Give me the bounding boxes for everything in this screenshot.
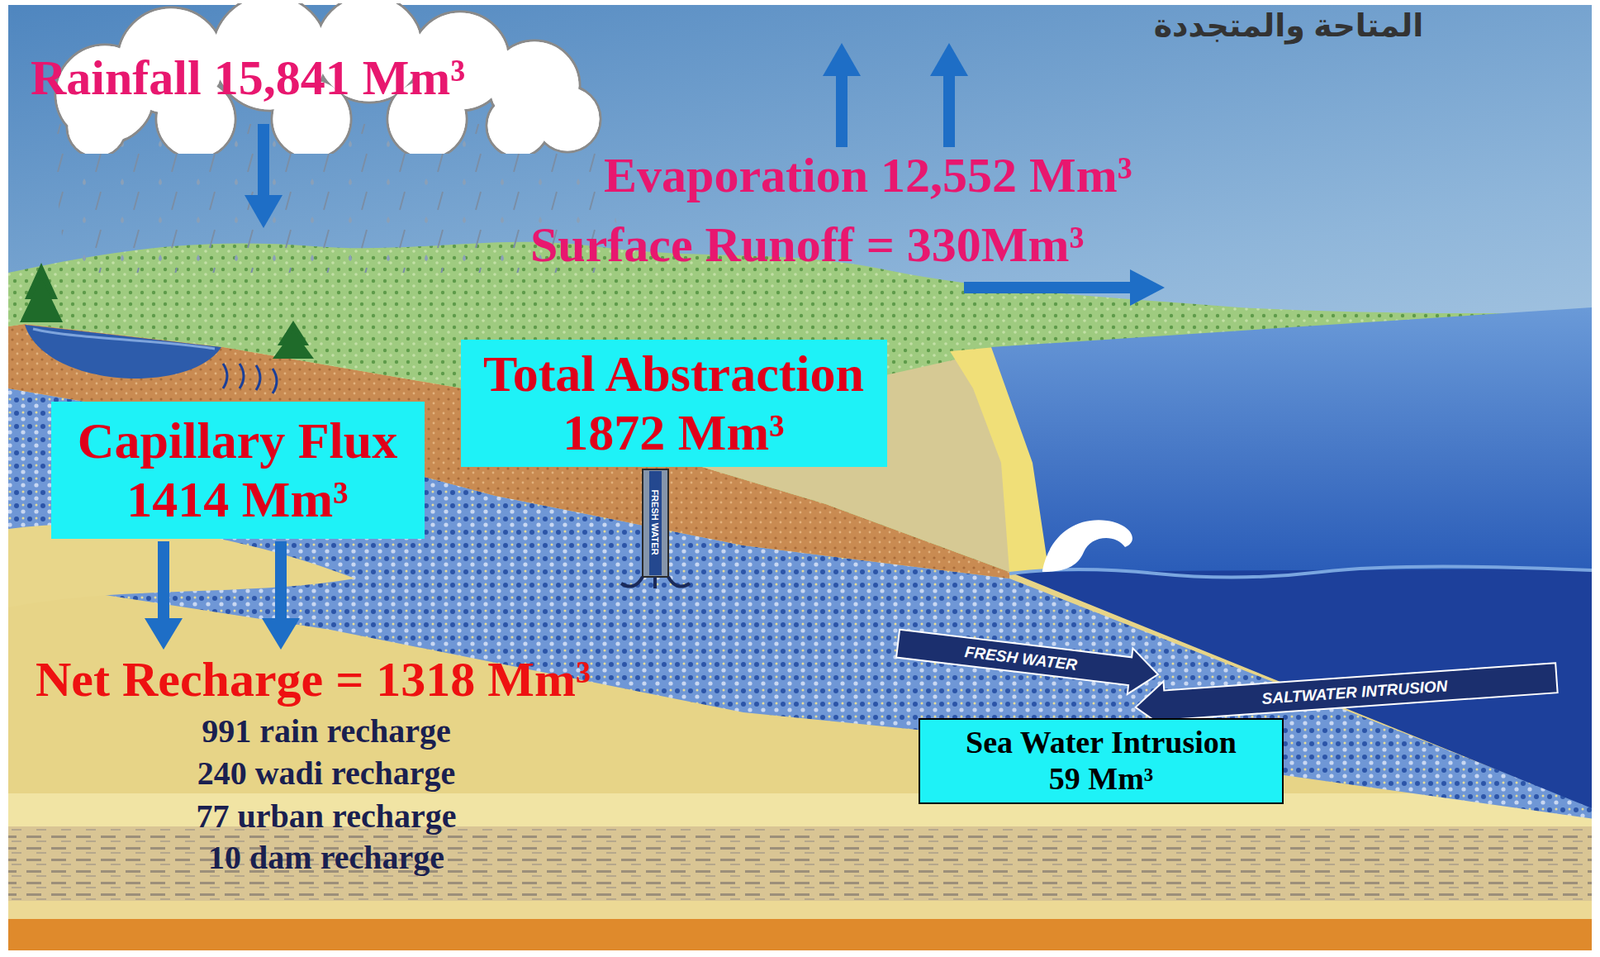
fresh-water-arrow: [895, 620, 1161, 698]
sea-surface: [991, 307, 1592, 574]
seepage-mark: [239, 363, 244, 389]
runoff-arrow: [963, 281, 1132, 294]
flow-arrows: [144, 42, 1165, 650]
evaporation-arrow: [930, 42, 969, 76]
base-layer: [8, 918, 1592, 950]
sea-intrusion-box: Sea Water Intrusion 59 Mm³: [918, 717, 1284, 804]
evaporation-arrow: [943, 74, 955, 148]
lake-shine: [33, 328, 215, 349]
seepage-mark: [223, 363, 228, 389]
green-hills: [8, 242, 1592, 579]
runoff-label: Surface Runoff = 330Mm³: [530, 216, 1084, 274]
wave: [1042, 519, 1133, 572]
abstraction-box: Total Abstraction 1872 Mm³: [460, 339, 888, 467]
well-label: FRESH WATER: [650, 489, 661, 555]
capillary-flux-box: Capillary Flux 1414 Mm³: [51, 401, 425, 539]
net-recharge-label: Net Recharge = 1318 Mm³: [35, 650, 591, 708]
recharge-arrow: [275, 541, 287, 620]
recharge-item: 240 wadi recharge: [197, 754, 456, 793]
fresh-water-arrow: [895, 620, 1161, 698]
recharge-arrow: [144, 617, 183, 650]
node-text: Capillary Flux 1414 Mm³: [64, 411, 412, 530]
fresh-water-label: FRESH WATER: [963, 642, 1078, 675]
runoff-arrow: [1129, 269, 1165, 306]
rock-strata: [8, 826, 1592, 901]
recharge-item: 10 dam recharge: [208, 838, 445, 877]
saltwater-label: SALTWATER INTRUSION: [1261, 676, 1449, 708]
cloud-puff: [68, 99, 126, 155]
cloud-puff: [488, 95, 549, 155]
seepage-mark: [256, 365, 261, 390]
sky: [8, 4, 1592, 950]
node-text: Sea Water Intrusion 59 Mm³: [955, 724, 1247, 797]
recharge-arrow: [261, 617, 300, 650]
recharge-arrow: [157, 541, 170, 620]
evaporation-label: Evaporation 12,552 Mm³: [603, 147, 1133, 205]
seepage-mark: [272, 368, 277, 394]
rain-arrow: [257, 123, 270, 197]
evaporation-arrow: [835, 74, 848, 148]
arabic-heading: المتاحة والمتجددة: [1153, 8, 1425, 45]
sea-line: [1009, 565, 1592, 577]
evaporation-arrow: [822, 42, 861, 76]
sand-layer: [8, 900, 1592, 919]
tree: [272, 330, 314, 359]
node-text: Total Abstraction 1872 Mm³: [474, 344, 874, 463]
lake: [24, 324, 222, 379]
rain-arrow: [244, 194, 283, 228]
scene: [8, 4, 1592, 950]
recharge-item: 77 urban recharge: [196, 797, 457, 836]
soil-layer: [8, 323, 1010, 579]
tree: [19, 277, 63, 323]
rain-cloud: Rainfall 15,841 Mm³: [30, 3, 603, 154]
well-water: [649, 470, 662, 575]
well-screen: [621, 576, 690, 589]
node-text: Rainfall 15,841 Mm³: [30, 49, 466, 107]
well-pipe: [642, 469, 669, 577]
recharge-item: 991 rain recharge: [201, 712, 451, 751]
